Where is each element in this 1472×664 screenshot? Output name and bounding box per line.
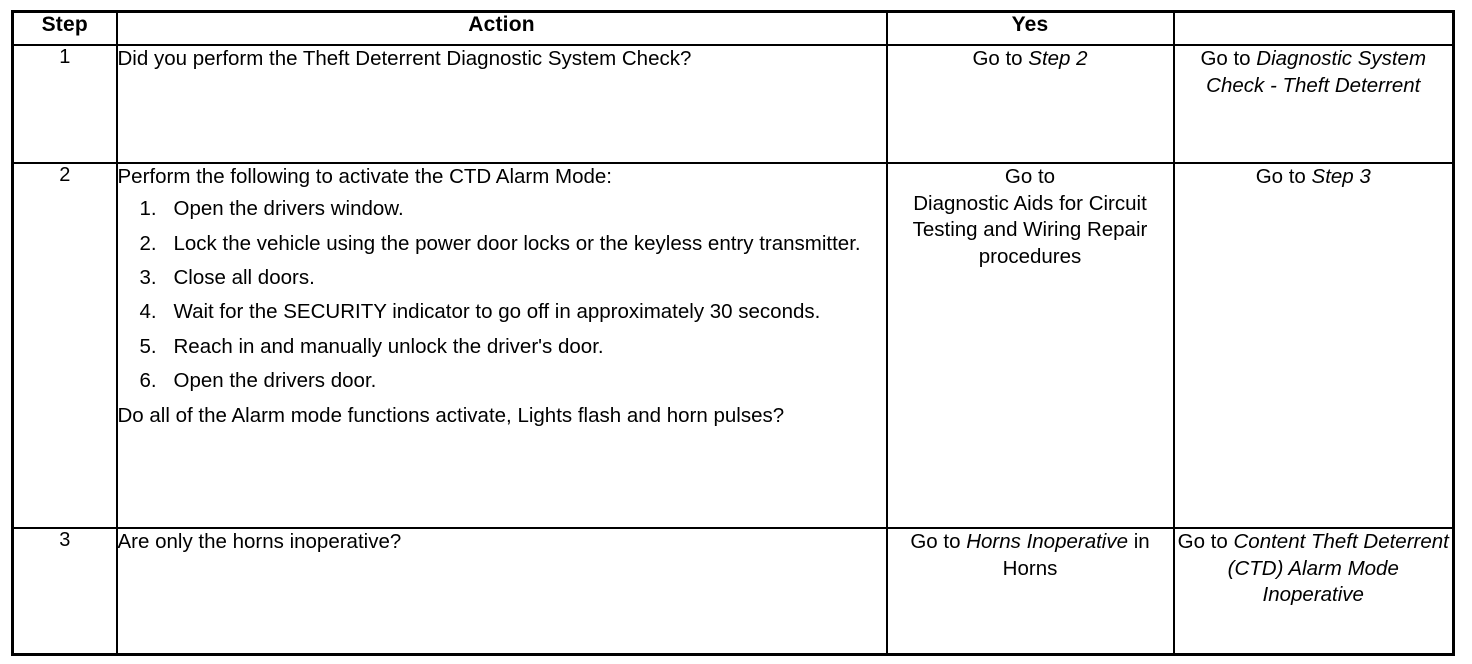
list-item: 4. Wait for the SECURITY indicator to go … [118,299,886,324]
no-reference-text: Content Theft Deterrent (CTD) Alarm Mode… [1227,530,1449,607]
action-lead-text: Did you perform the Theft Deterrent Diag… [117,47,692,70]
list-item-number: 6. [139,369,157,393]
list-item-text: Open the drivers door. [173,369,377,393]
no-branch-cell: Go to Content Theft Deterrent (CTD) Alar… [1172,527,1455,655]
yes-branch-cell: Go to Diagnostic Aids for Circuit Testin… [885,162,1175,529]
list-item-text: Reach in and manually unlock the driver'… [173,334,604,358]
column-header-no [1172,10,1455,46]
yes-branch-cell: Go to Horns Inoperative in Horns [885,527,1175,655]
list-item-number: 4. [139,300,157,324]
list-item: 2. Lock the vehicle using the power door … [118,231,886,256]
no-branch-cell: Go to Diagnostic System Check - Theft De… [1172,44,1455,164]
column-header-yes: Yes [885,10,1175,46]
action-cell: Are only the horns inoperative? [115,527,888,655]
step-number: 2 [11,162,118,529]
no-prefix-text: Go to [1200,47,1257,70]
no-reference-text: Step 3 [1311,165,1371,188]
table-row: 1 Did you perform the Theft Deterrent Di… [11,44,1455,164]
table-row: 3 Are only the horns inoperative? Go to … [11,527,1455,655]
list-item: 3. Close all doors. [118,265,886,290]
list-item-text: Lock the vehicle using the power door lo… [173,231,861,255]
action-tail-question: Do all of the Alarm mode functions activ… [117,403,785,427]
yes-suffix-text: in Horns [1002,530,1150,580]
step-number: 3 [11,527,118,655]
list-item: 6. Open the drivers door. [118,368,886,393]
list-item-number: 3. [139,266,157,290]
yes-prefix-text: Go to [972,47,1029,70]
action-cell: Did you perform the Theft Deterrent Diag… [115,44,888,164]
yes-prefix-text: Go to [910,530,967,553]
action-lead-text: Perform the following to activate the CT… [117,165,612,188]
column-header-action: Action [115,10,888,46]
action-cell: Perform the following to activate the CT… [115,162,888,529]
no-reference-text: Diagnostic System Check - Theft Deterren… [1206,47,1427,97]
list-item-text: Open the drivers window. [173,197,404,221]
list-item-text: Close all doors. [173,266,315,290]
no-prefix-text: Go to [1255,165,1312,188]
yes-suffix-text: Diagnostic Aids for Circuit Testing and … [912,191,1148,268]
step-number: 1 [11,44,118,164]
list-item-text: Wait for the SECURITY indicator to go of… [173,300,821,324]
list-item: 5. Reach in and manually unlock the drive… [118,334,886,359]
yes-reference-text: Step 2 [1028,47,1088,70]
no-prefix-text: Go to [1177,530,1234,553]
list-item-number: 1. [139,197,157,221]
column-header-step: Step [11,10,118,46]
table-header-row: Step Action Yes [11,10,1455,46]
yes-reference-text: Horns Inoperative [966,530,1128,553]
action-lead-text: Are only the horns inoperative? [117,530,402,553]
diagnostic-flowchart-table: Step Action Yes 1 Did you perform the Th… [11,10,1455,656]
action-step-list: 1. Open the drivers window. 2. Lock the ve… [118,196,886,393]
yes-branch-cell: Go to Step 2 [885,44,1175,164]
yes-prefix-text: Go to [1004,165,1056,188]
list-item-number: 5. [139,334,157,358]
list-item-number: 2. [139,231,157,255]
no-branch-cell: Go to Step 3 [1172,162,1455,529]
table-row: 2 Perform the following to activate the … [11,162,1455,529]
list-item: 1. Open the drivers window. [118,196,886,221]
